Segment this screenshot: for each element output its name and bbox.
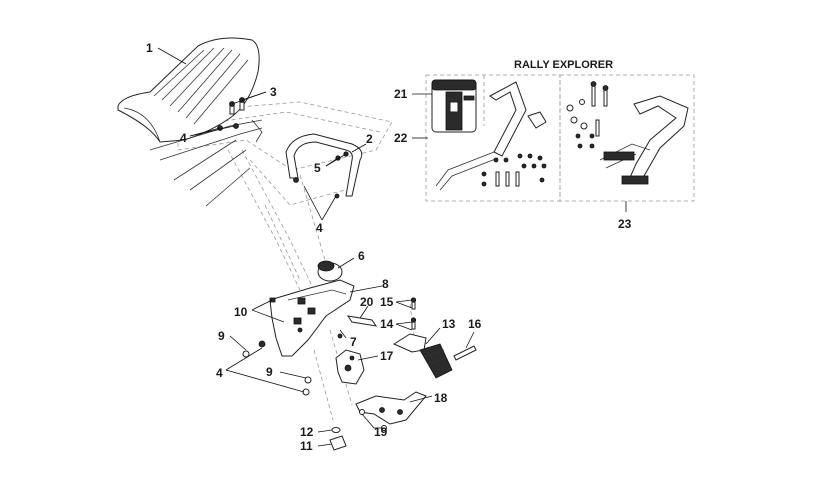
callout-6: 6: [358, 249, 365, 263]
footpeg-hanger-part[interactable]: [355, 391, 427, 425]
grab-rail-part[interactable]: [285, 133, 363, 199]
callout-7: 7: [350, 335, 357, 349]
callout-19: 19: [374, 425, 388, 439]
callout-15: 15: [380, 295, 394, 309]
callout-2: 2: [366, 132, 373, 146]
callout-1: 1: [146, 41, 153, 55]
callout-16: 16: [468, 317, 482, 331]
callout-17: 17: [380, 349, 394, 363]
callout-13: 13: [442, 317, 456, 331]
bag-rack-part[interactable]: [435, 81, 547, 191]
callout-18: 18: [434, 391, 448, 405]
callout-5: 5: [314, 161, 321, 175]
callout-14: 14: [380, 317, 394, 331]
seat-subframe: [149, 119, 263, 207]
callout-21: 21: [394, 87, 408, 101]
callout-9-left: 9: [218, 329, 225, 343]
fender-fasteners[interactable]: [242, 333, 343, 396]
leader-lines: [157, 47, 627, 447]
rear-fender-part[interactable]: [269, 279, 355, 357]
callout-labels: 1 2 3 4 4 4 5 6 7 8 9 9 10 11 12 13 14 1…: [146, 41, 632, 453]
luggage-rack-part[interactable]: [566, 81, 689, 185]
pin-part[interactable]: [453, 345, 477, 361]
callout-3: 3: [270, 85, 277, 99]
callout-12: 12: [300, 425, 314, 439]
callout-8: 8: [382, 277, 389, 291]
callout-4-seat: 4: [180, 131, 187, 145]
footpeg-bolts[interactable]: [410, 297, 417, 330]
callout-22: 22: [394, 131, 408, 145]
callout-4-rail: 4: [316, 221, 323, 235]
footpeg-part[interactable]: [392, 333, 453, 379]
callout-23: 23: [618, 217, 632, 231]
seat-part[interactable]: [117, 37, 260, 143]
tail-bag-part[interactable]: [431, 79, 477, 133]
callout-10: 10: [234, 305, 248, 319]
callout-9-lower: 9: [266, 365, 273, 379]
nut-washer-part[interactable]: [329, 427, 347, 451]
license-bracket-part[interactable]: [335, 349, 365, 385]
rubber-mount-part[interactable]: [317, 260, 343, 282]
callout-4-fender: 4: [216, 366, 223, 380]
callout-11: 11: [300, 439, 313, 453]
reflector-strip-part[interactable]: [346, 315, 378, 327]
group-title-rally-explorer: RALLY EXPLORER: [514, 59, 613, 71]
callout-20: 20: [360, 295, 374, 309]
rally-explorer-group: [425, 74, 695, 202]
